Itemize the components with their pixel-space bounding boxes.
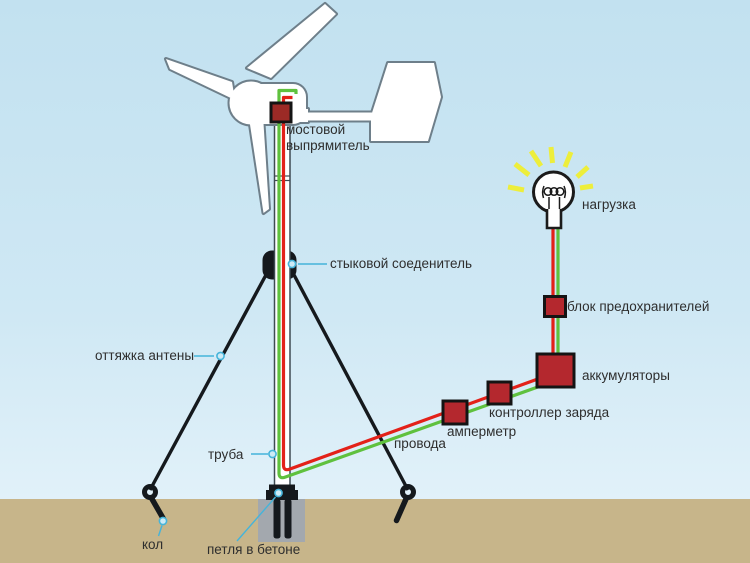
label-concrete-loop: петля в бетоне bbox=[207, 542, 301, 557]
pointer-loop bbox=[236, 496, 277, 542]
label-fuse-block: блок предохранителей bbox=[567, 299, 710, 314]
turbine-blade bbox=[247, 4, 336, 78]
anchor-ring-left bbox=[142, 484, 158, 500]
batteries bbox=[535, 352, 576, 389]
charge-controller bbox=[486, 380, 513, 406]
tail-boom bbox=[300, 112, 372, 121]
label-butt-connector: стыковой соеденитель bbox=[330, 256, 473, 271]
label-charge-controller: контроллер заряда bbox=[489, 405, 610, 420]
wire-green-main bbox=[277, 88, 550, 480]
label-stake: кол bbox=[142, 537, 164, 552]
pointer-stake bbox=[157, 525, 163, 537]
ammeter bbox=[441, 399, 469, 426]
mast-base-flange bbox=[269, 484, 295, 491]
turbine-blade bbox=[166, 59, 235, 100]
label-guy-wire: оттяжка антены bbox=[95, 348, 195, 363]
wire-red-main bbox=[281, 95, 547, 472]
turbine-blade bbox=[249, 116, 269, 213]
bridge-rectifier bbox=[269, 101, 293, 124]
label-load: нагрузка bbox=[582, 197, 636, 212]
label-wires: провода bbox=[394, 436, 446, 451]
wind-turbine bbox=[164, 2, 443, 215]
stake-left bbox=[149, 496, 167, 522]
components bbox=[269, 101, 576, 426]
stake-right bbox=[393, 496, 409, 524]
light-rays bbox=[507, 146, 594, 193]
label-pipe: труба bbox=[208, 447, 244, 462]
guy-wires bbox=[142, 272, 416, 524]
wires bbox=[277, 88, 560, 480]
pointers bbox=[157, 259, 327, 542]
light-bulb bbox=[507, 146, 594, 230]
label-bridge-rectifier: мостовой выпрямитель bbox=[286, 122, 370, 153]
ground bbox=[0, 499, 750, 563]
concrete-loop-leg bbox=[284, 499, 292, 539]
label-batteries: аккумуляторы bbox=[582, 368, 670, 383]
concrete-footing bbox=[258, 499, 305, 542]
fuse-block bbox=[543, 295, 567, 318]
concrete-loop-leg bbox=[273, 499, 281, 539]
tail-fin bbox=[371, 63, 441, 141]
label-ammeter: амперметр bbox=[447, 424, 517, 439]
anchor-ring-right bbox=[400, 484, 416, 500]
bulb-filament bbox=[541, 185, 567, 209]
